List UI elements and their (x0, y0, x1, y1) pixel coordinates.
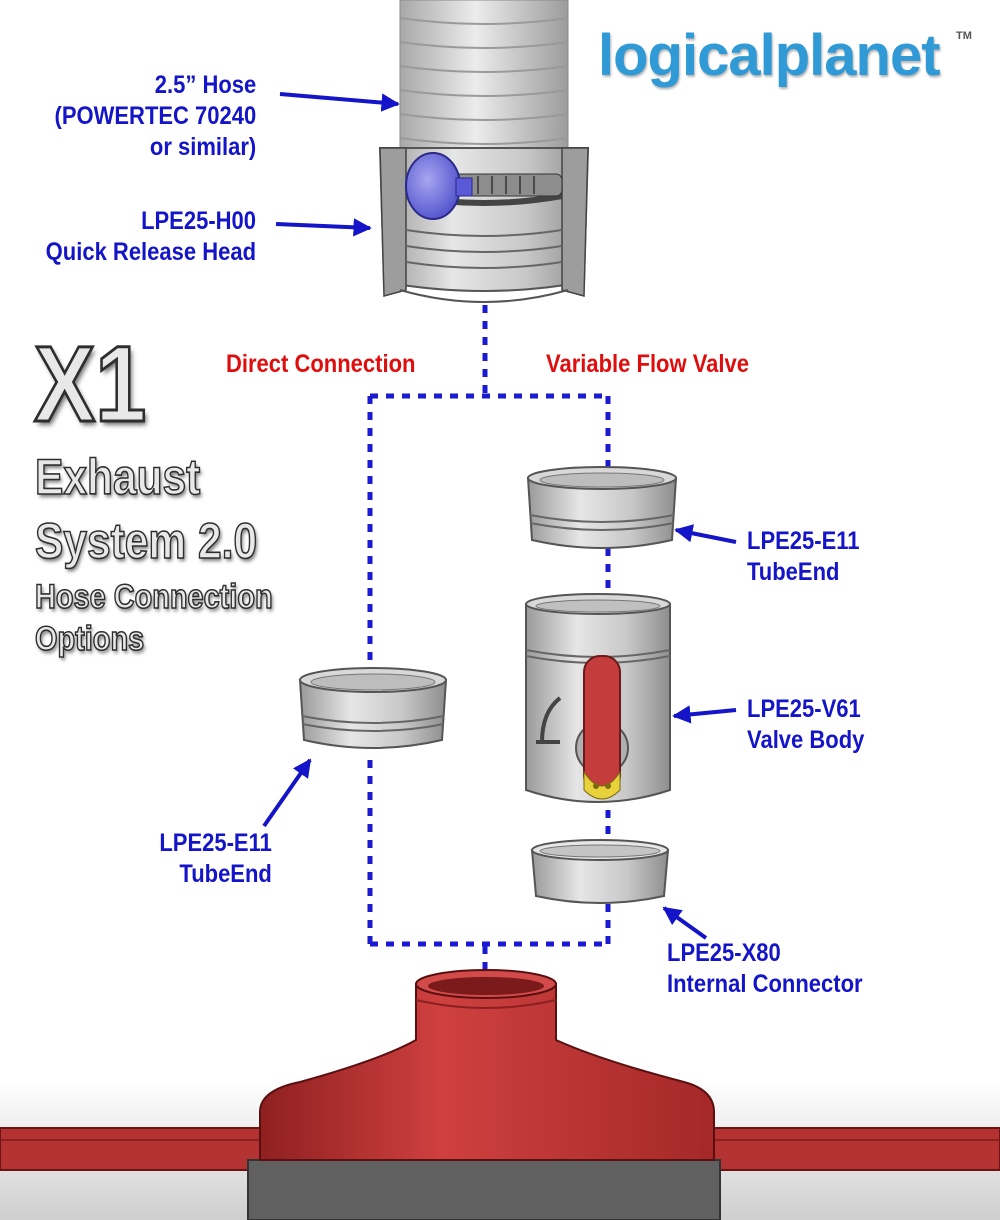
arrow-connector (662, 906, 708, 940)
label-tubeend-right: LPE25-E11 TubeEnd (747, 526, 860, 588)
label-hose: 2.5” Hose (POWERTEC 70240 or similar) (54, 70, 256, 163)
label-arrows (262, 92, 737, 940)
arrow-tubeend-left (262, 758, 312, 828)
label-valve-part: LPE25-V61 (747, 695, 861, 723)
title-exhaust: Exhaust (34, 448, 201, 506)
title-hose-connection: Hose Connection (34, 577, 273, 617)
trademark-mark: TM (956, 30, 972, 42)
title-x1: X1 (33, 323, 148, 444)
label-tubeend-left-name: TubeEnd (179, 860, 272, 888)
arrow-valve-body (672, 705, 737, 724)
label-hose-line1: 2.5” Hose (154, 71, 256, 99)
branch-variable-flow-valve: Variable Flow Valve (546, 350, 750, 378)
connection-paths (367, 305, 611, 978)
hose (399, 0, 569, 166)
label-head-part: LPE25-H00 (141, 207, 256, 235)
brand-logo: logicalplanet (598, 23, 941, 88)
label-head-name: Quick Release Head (45, 238, 256, 266)
label-connector-name: Internal Connector (667, 970, 863, 998)
title-system: System 2.0 (34, 512, 258, 570)
hose-clamp (405, 152, 563, 220)
arrow-hose (279, 92, 400, 112)
label-tubeend-right-name: TubeEnd (747, 558, 840, 586)
red-base (0, 969, 1000, 1220)
arrow-tubeend-right (674, 524, 737, 544)
label-tubeend-left-part: LPE25-E11 (159, 829, 272, 857)
label-hose-line2: (POWERTEC 70240 (54, 102, 256, 130)
label-hose-line3: or similar) (149, 133, 256, 161)
title-options: Options (34, 619, 145, 659)
label-tubeend-left: LPE25-E11 TubeEnd (159, 828, 272, 890)
label-internal-connector: LPE25-X80 Internal Connector (667, 938, 863, 1000)
branch-direct-connection: Direct Connection (226, 350, 416, 378)
label-valve-body: LPE25-V61 Valve Body (747, 694, 864, 756)
label-tubeend-right-part: LPE25-E11 (747, 527, 860, 555)
valve-body (525, 593, 671, 803)
label-valve-name: Valve Body (747, 726, 865, 754)
internal-connector (530, 839, 670, 904)
label-connector-part: LPE25-X80 (667, 939, 781, 967)
arrow-head (275, 218, 372, 237)
tubeend-left (298, 667, 448, 749)
tubeend-right (526, 466, 678, 549)
label-quick-release-head: LPE25-H00 Quick Release Head (46, 206, 256, 268)
